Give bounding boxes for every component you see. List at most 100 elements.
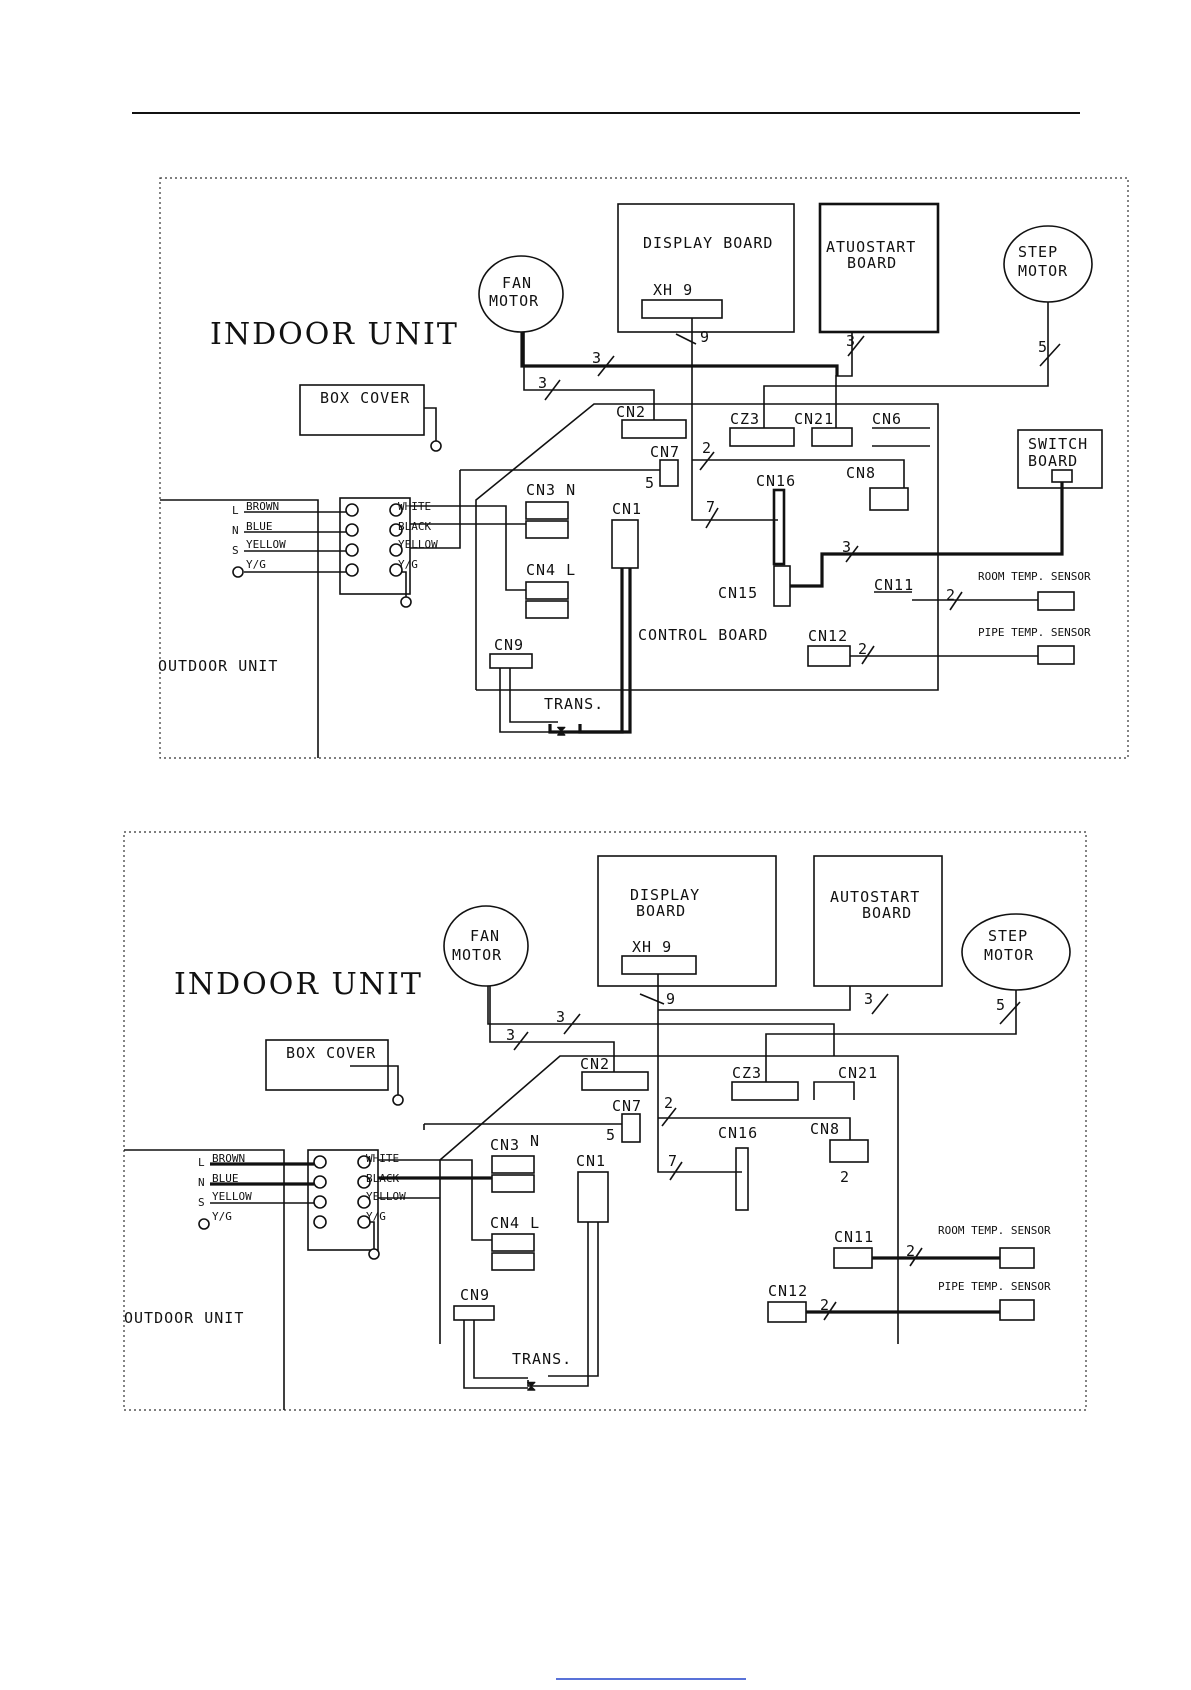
cn3-slot-2 — [525, 520, 569, 539]
pipe-temp-sensor — [999, 1299, 1035, 1321]
outdoor-unit-label: OUTDOOR UNIT — [158, 657, 278, 675]
diagram-2: INDOOR UNIT OUTDOOR UNIT DISPLAY BOARD X… — [123, 831, 1087, 1411]
fan-motor — [443, 905, 529, 987]
wire-count-autostart: 3 — [864, 990, 873, 1008]
autostart-board-label: AUTOSTART — [830, 888, 920, 906]
ground-icon — [400, 596, 412, 608]
step-to-cz3-wire — [763, 302, 1049, 428]
ground-icon — [198, 1218, 210, 1230]
wire-black-label: BLACK — [398, 520, 431, 533]
pipe-temp-sensor-label: PIPE TEMP. SENSOR — [938, 1280, 1051, 1293]
wire-yellow-label: YELLOW — [246, 538, 286, 551]
cn8-connector — [869, 487, 909, 511]
cz3-to-cn8-wire — [658, 1117, 851, 1140]
white-to-cn4-wire — [378, 1159, 492, 1241]
wire-yg-label: Y/G — [246, 558, 266, 571]
terminal-block — [339, 497, 411, 595]
wire-brown-label: BROWN — [212, 1152, 245, 1165]
display-connector-label: XH 9 — [653, 281, 693, 299]
terminal-l-label: L — [232, 504, 239, 517]
wire-count-fan-b: 3 — [506, 1026, 515, 1044]
terminal-n-label: N — [232, 524, 239, 537]
wire-count-pipe: 2 — [858, 640, 867, 658]
cn16-label: CN16 — [718, 1124, 758, 1142]
tick-fan-a — [597, 355, 615, 377]
cn15-label: CN15 — [718, 584, 758, 602]
cn9-label: CN9 — [494, 636, 524, 654]
cz3-connector — [729, 427, 795, 447]
cn8-connector — [829, 1139, 869, 1163]
cn9-to-trans-wire-1 — [463, 1320, 528, 1389]
display-connector — [621, 955, 697, 975]
cn3-slot-2 — [491, 1174, 535, 1193]
cn9-connector — [453, 1305, 495, 1321]
cn1-to-trans-wire-2 — [548, 1222, 599, 1377]
cn1-to-trans-wire-1 — [527, 1222, 589, 1387]
fan-to-harness-wire — [487, 986, 835, 1056]
cn8-wire-count: 2 — [840, 1168, 849, 1186]
wire-blue-label: BLUE — [212, 1172, 239, 1185]
cn12-connector — [807, 645, 851, 667]
cn2-label: CN2 — [616, 403, 646, 421]
diagram-2-frame — [123, 831, 1087, 1411]
cz3-to-cn8-wire — [692, 459, 905, 488]
wire-yellow-right-label: YELLOW — [366, 1190, 406, 1203]
indoor-unit-label: INDOOR UNIT — [210, 317, 459, 352]
terminal-s-label: S — [198, 1196, 205, 1209]
cn6-label: CN6 — [872, 410, 902, 428]
switch-board-label: SWITCH — [1028, 435, 1088, 453]
cn9-to-trans-wire-1 — [499, 668, 558, 733]
autostart-to-cn21-wire — [835, 332, 853, 428]
cn7-connector — [659, 459, 679, 487]
step-motor-label-2: MOTOR — [1018, 262, 1068, 280]
cn3-slot-1 — [491, 1155, 535, 1174]
cn12-label: CN12 — [768, 1282, 808, 1300]
cz3-label: CZ3 — [732, 1064, 762, 1082]
switch-board-connector — [1051, 469, 1073, 483]
box-cover-label: BOX COVER — [320, 389, 410, 407]
tick-step — [1039, 343, 1061, 367]
wire-brown-label: BROWN — [246, 500, 279, 513]
room-temp-sensor-label: ROOM TEMP. SENSOR — [938, 1224, 1051, 1237]
cn7-label: CN7 — [612, 1097, 642, 1115]
white-to-cn4-wire — [410, 505, 526, 591]
cn12-connector — [767, 1301, 807, 1323]
ground-icon — [430, 440, 442, 452]
transformer-label: TRANS. — [544, 695, 604, 713]
autostart-board-label: ATUOSTART — [826, 238, 916, 256]
switch-board-wire — [790, 482, 1064, 588]
display-to-cn16-wire — [657, 974, 742, 1173]
cn7-connector — [621, 1113, 641, 1143]
autostart-board — [818, 202, 940, 334]
fan-motor-label-2: MOTOR — [452, 946, 502, 964]
wire-count-pipe: 2 — [820, 1296, 829, 1314]
room-temp-sensor — [999, 1247, 1035, 1269]
ground-icon — [392, 1094, 404, 1106]
cz3-connector — [731, 1081, 799, 1101]
cn4-slot-1 — [525, 581, 569, 600]
wire-count-display: 9 — [700, 328, 709, 346]
wire-yg-right-label: Y/G — [398, 558, 418, 571]
wire-count-room: 2 — [906, 1242, 915, 1260]
wire-count-fan-a: 3 — [556, 1008, 565, 1026]
cz3-label: CZ3 — [730, 410, 760, 428]
cn12-label: CN12 — [808, 627, 848, 645]
tick-switch — [845, 545, 859, 563]
diagram-1: INDOOR UNIT OUTDOOR UNIT DISPLAY BOARD X… — [158, 177, 1129, 759]
fan-motor-label: FAN — [502, 274, 532, 292]
cn21-connector — [813, 1081, 855, 1100]
cn11-connector — [833, 1247, 873, 1269]
display-board-label: DISPLAY BOARD — [643, 234, 773, 252]
room-temp-sensor-label: ROOM TEMP. SENSOR — [978, 570, 1091, 583]
wire-count-fan-a: 3 — [592, 349, 601, 367]
pipe-temp-sensor — [1037, 645, 1075, 665]
diagram-1-frame — [159, 177, 1129, 759]
cn4-label: CN4 L — [490, 1214, 540, 1232]
wire-count-switch: 3 — [842, 538, 851, 556]
tick-pipe — [861, 645, 875, 665]
wire-count-display: 9 — [666, 990, 675, 1008]
tick-autostart — [847, 335, 865, 357]
cn1-connector — [611, 519, 639, 569]
pipe-temp-sensor-label: PIPE TEMP. SENSOR — [978, 626, 1091, 639]
